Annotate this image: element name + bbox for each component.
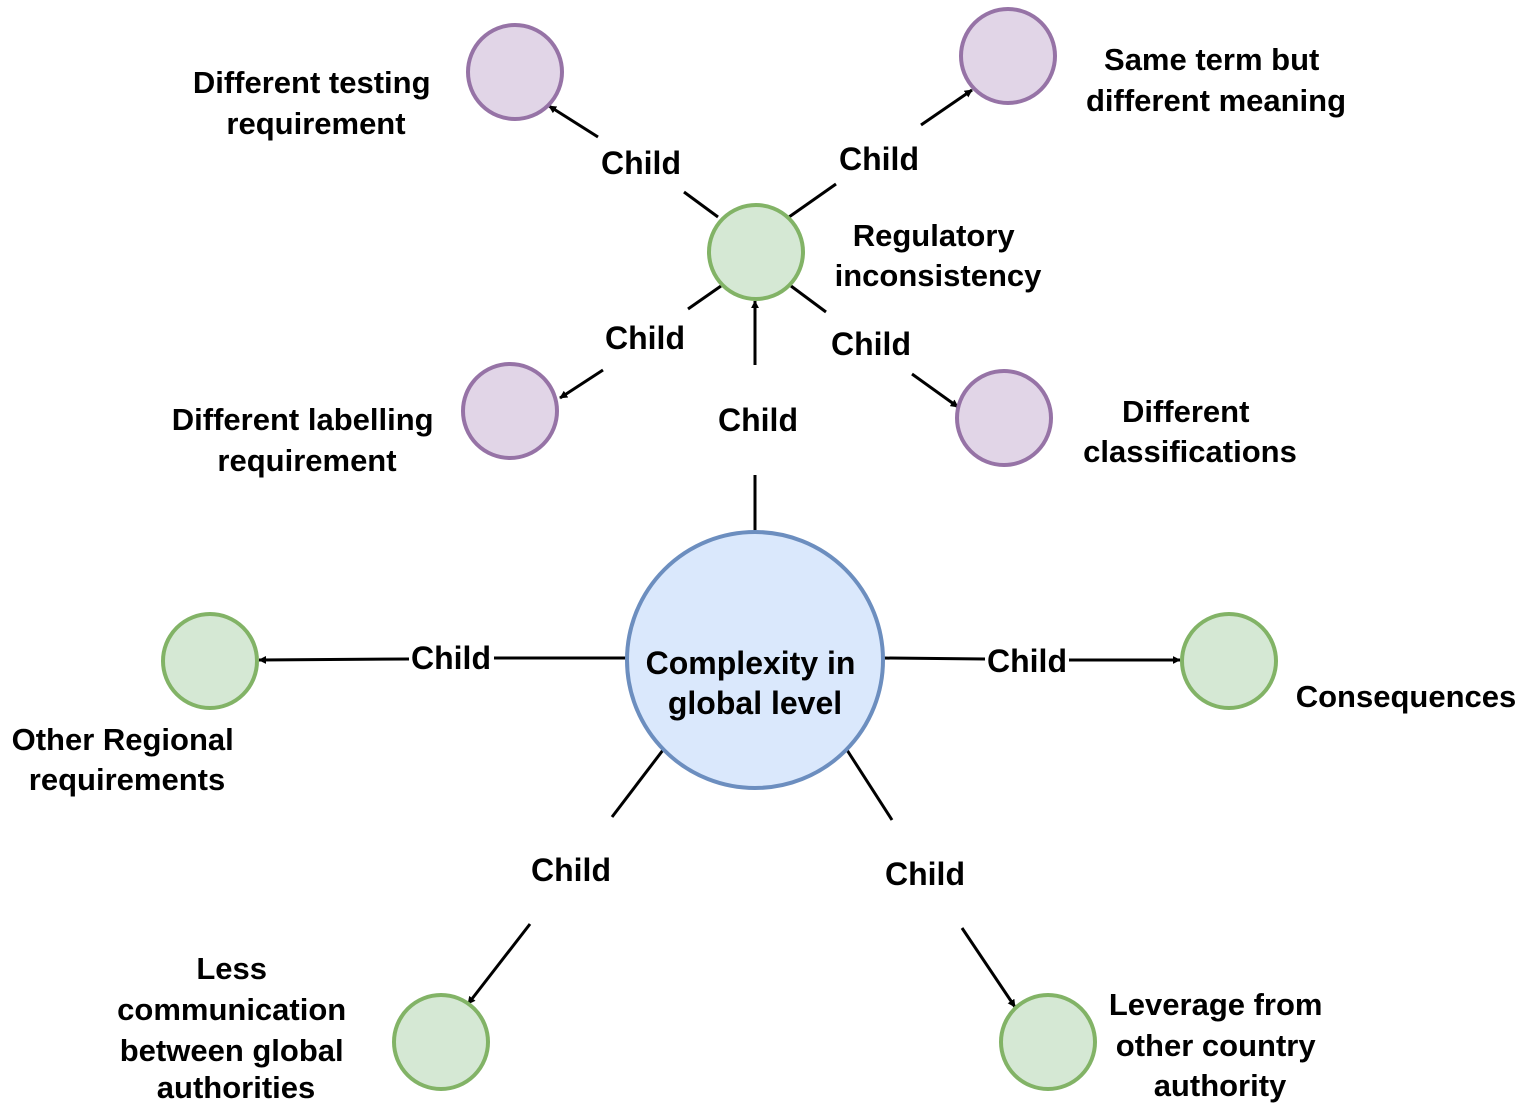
regulatory-node-label-line-2: inconsistency	[835, 258, 1042, 293]
node-same-term-different-meaning[interactable]: Same term but different meaning	[959, 7, 1346, 118]
less-communication-node-label-line-2: communication	[117, 992, 346, 1027]
center-node-label: Complexity in global level	[646, 645, 865, 721]
edge-regulatory-to-classifications-arrow	[911, 372, 959, 409]
regulatory-node-label-line-1: Regulatory	[853, 218, 1016, 253]
center-node-label-line-2: global level	[668, 685, 842, 721]
labelling-node-label-line-2: requirement	[217, 443, 396, 478]
less-communication-node-label-line-4: authorities	[157, 1070, 315, 1105]
labelling-node-label-line-1: Different labelling	[172, 402, 434, 437]
edge-center-to-leverage-arrow	[960, 927, 1017, 1008]
edge-regulatory-to-labelling-arrow	[559, 368, 604, 400]
edge-center-to-leverage	[845, 749, 894, 821]
less-communication-node-circle	[392, 993, 490, 1091]
same-term-node-label-line-2: different meaning	[1086, 83, 1346, 118]
edge-label-center-less-communication: Child	[531, 852, 611, 888]
classifications-node-label-line-2: classifications	[1083, 434, 1297, 469]
edge-regulatory-to-classifications	[790, 284, 827, 314]
edges: Child Child Child Child Child Child Chil…	[258, 88, 1181, 1008]
consequences-node-circle	[1180, 612, 1278, 710]
other-regional-node-label-line-1: Other Regional	[12, 722, 234, 757]
leverage-node-label-line-1: Leverage from	[1109, 987, 1323, 1022]
same-term-node-label: Same term but different meaning	[1086, 42, 1346, 118]
nodes: Complexity in global level Regulatory in…	[12, 7, 1517, 1105]
node-less-communication[interactable]: Less communication between global author…	[117, 951, 490, 1105]
node-regulatory-inconsistency[interactable]: Regulatory inconsistency	[707, 203, 1042, 301]
edge-regulatory-to-testing	[683, 190, 719, 219]
less-communication-node-label: Less communication between global author…	[117, 951, 355, 1105]
edge-label-center-leverage: Child	[885, 856, 965, 892]
less-communication-node-label-line-3: between global	[120, 1033, 344, 1068]
edge-center-to-consequences	[882, 656, 986, 661]
leverage-node-label-line-2: other country	[1116, 1028, 1317, 1063]
regulatory-node-circle	[707, 203, 805, 301]
edge-regulatory-to-same-term-arrow	[920, 88, 973, 127]
other-regional-node-circle	[161, 612, 259, 710]
node-complexity-global-level[interactable]: Complexity in global level	[625, 530, 885, 790]
leverage-node-label: Leverage from other country authority	[1109, 987, 1331, 1103]
edge-label-center-consequences: Child	[987, 643, 1067, 679]
testing-node-label: Different testing requirement	[193, 65, 439, 141]
classifications-node-circle	[955, 369, 1053, 467]
other-regional-node-label: Other Regional requirements	[12, 722, 243, 797]
regulatory-node-label: Regulatory inconsistency	[835, 218, 1042, 293]
edge-label-regulatory-same-term: Child	[839, 141, 919, 177]
node-different-labelling[interactable]: Different labelling requirement	[172, 362, 559, 478]
edge-center-to-less-communication	[610, 749, 665, 818]
labelling-node-label: Different labelling requirement	[172, 402, 442, 478]
less-communication-node-label-line-1: Less	[196, 951, 267, 986]
edge-regulatory-to-testing-arrow	[548, 104, 599, 139]
center-node-label-line-1: Complexity in	[646, 645, 856, 681]
edge-label-regulatory-labelling: Child	[605, 320, 685, 356]
edge-label-regulatory-testing: Child	[601, 145, 681, 181]
edge-label-regulatory-classifications: Child	[831, 326, 911, 362]
edge-center-to-less-communication-arrow	[466, 923, 532, 1005]
testing-node-circle	[466, 23, 564, 121]
testing-node-label-line-2: requirement	[226, 106, 405, 141]
consequences-node-label: Consequences	[1296, 679, 1517, 714]
node-other-regional-requirements[interactable]: Other Regional requirements	[12, 612, 259, 797]
labelling-node-circle	[461, 362, 559, 460]
consequences-node-label-line-1: Consequences	[1296, 679, 1517, 714]
node-consequences[interactable]: Consequences	[1180, 612, 1517, 714]
edge-label-center-other-regional: Child	[411, 640, 491, 676]
same-term-node-label-line-1: Same term but	[1104, 42, 1319, 77]
edge-label-center-regulatory: Child	[718, 402, 798, 438]
testing-node-label-line-1: Different testing	[193, 65, 431, 100]
other-regional-node-label-line-2: requirements	[29, 762, 225, 797]
leverage-node-circle	[999, 993, 1097, 1091]
edge-regulatory-to-same-term	[788, 182, 837, 219]
same-term-node-circle	[959, 7, 1057, 105]
edge-center-to-other-regional-arrow	[258, 655, 410, 664]
node-leverage-other-country[interactable]: Leverage from other country authority	[999, 987, 1331, 1103]
classifications-node-label-line-1: Different	[1122, 394, 1249, 429]
center-node-circle	[625, 530, 885, 790]
leverage-node-label-line-3: authority	[1154, 1068, 1287, 1103]
node-different-testing[interactable]: Different testing requirement	[193, 23, 564, 141]
node-different-classifications[interactable]: Different classifications	[955, 369, 1297, 469]
classifications-node-label: Different classifications	[1083, 394, 1297, 469]
edge-regulatory-to-labelling	[687, 284, 722, 311]
